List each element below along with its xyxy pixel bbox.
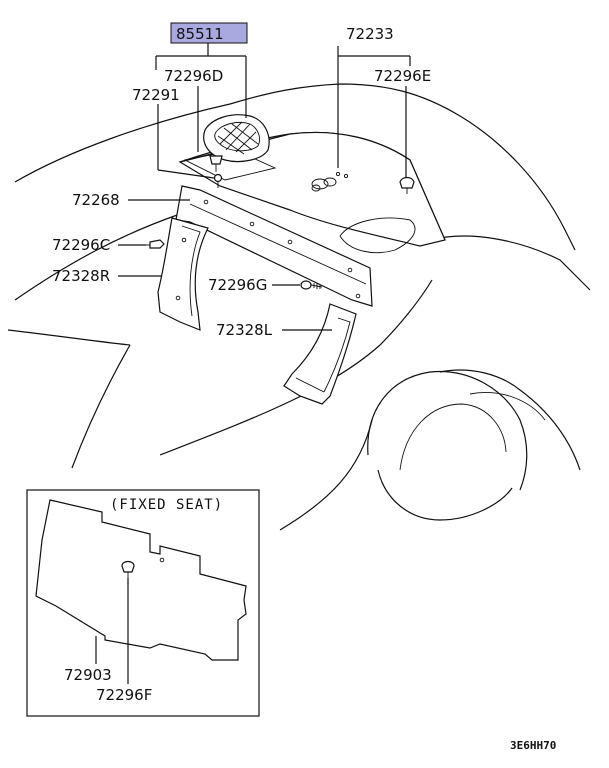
inset-frame — [26, 489, 260, 717]
screw-72291 — [213, 173, 223, 188]
leader-lines — [118, 42, 411, 331]
callout-85511-highlight — [170, 22, 248, 44]
callout-72268[interactable]: 72268 — [72, 191, 120, 209]
callout-labels: 85511 72296D 72291 72233 72296E 72268 72… — [52, 22, 431, 339]
callout-72296g[interactable]: 72296G — [208, 276, 267, 294]
diagram-code: 3E6HH70 — [510, 739, 556, 752]
clip-72296c — [146, 239, 165, 249]
callout-72903[interactable]: 72903 — [64, 666, 112, 684]
side-trim-72328r — [157, 217, 209, 331]
high-mount-stop-lamp — [203, 114, 270, 163]
callout-72296e[interactable]: 72296E — [374, 67, 431, 85]
inset-title: (FIXED SEAT) — [110, 497, 223, 513]
inset-fixed-seat: (FIXED SEAT) 72903 72296F — [26, 489, 260, 717]
clip-72296e — [399, 176, 415, 194]
clip-72296d — [209, 155, 223, 172]
side-trim-72328l — [283, 303, 357, 405]
callout-72296f[interactable]: 72296F — [96, 686, 152, 704]
callout-72328r[interactable]: 72328R — [52, 267, 110, 285]
clip-72296f — [121, 560, 135, 578]
trim-panel-72268 — [175, 185, 373, 307]
screw-72296g — [300, 280, 323, 290]
callout-72291[interactable]: 72291 — [132, 86, 180, 104]
callout-72296c[interactable]: 72296C — [52, 236, 110, 254]
callout-85511[interactable]: 85511 — [176, 25, 224, 43]
callout-72296d[interactable]: 72296D — [164, 67, 223, 85]
callout-72233[interactable]: 72233 — [346, 25, 394, 43]
seat-back-panel-72903 — [35, 499, 247, 661]
callout-72328l[interactable]: 72328L — [216, 321, 273, 339]
lamp-lens-grid — [217, 121, 259, 155]
